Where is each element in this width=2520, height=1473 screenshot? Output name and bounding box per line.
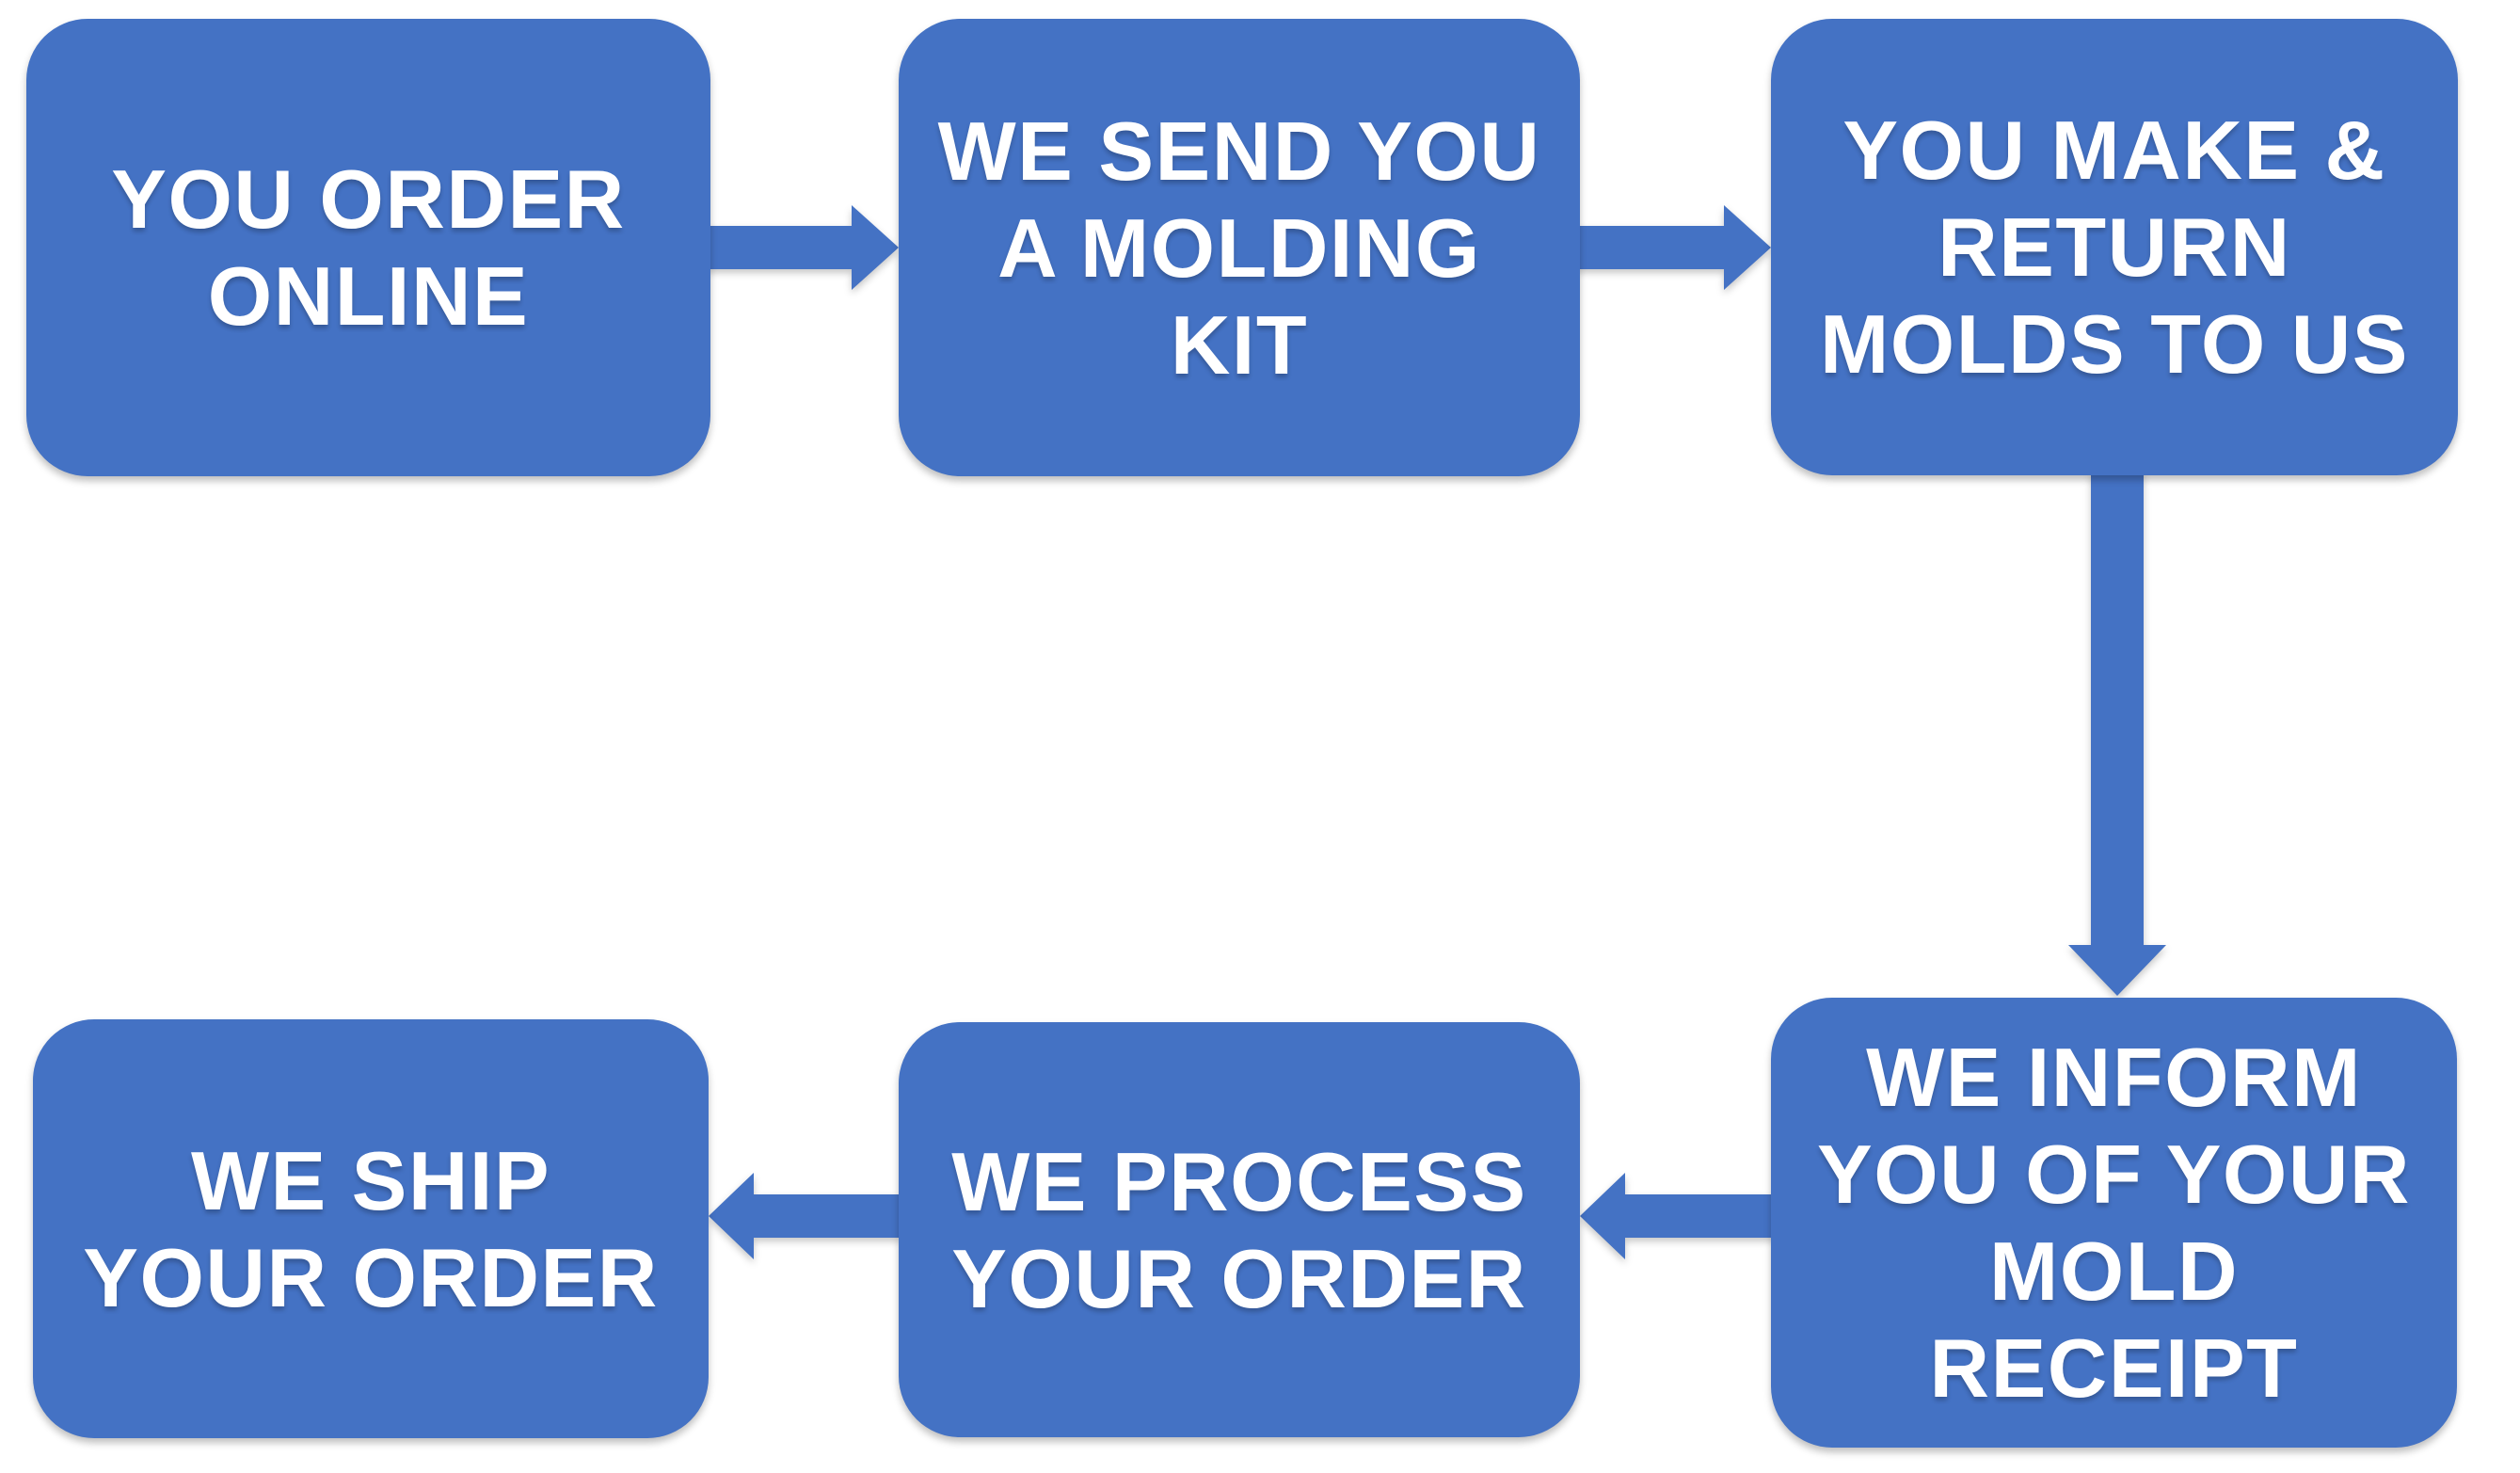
step-label-we-send-molding-kit: WE SEND YOU A MOLDING KIT [937,104,1541,392]
arrow-left-step5-to-step6 [709,1173,901,1259]
step-box-you-order-online: YOU ORDER ONLINE [26,19,710,476]
step-box-we-inform-mold-receipt: WE INFORM YOU OF YOUR MOLD RECEIPT [1771,998,2457,1448]
step-box-we-send-molding-kit: WE SEND YOU A MOLDING KIT [899,19,1580,476]
arrow-right-step1-to-step2 [706,205,899,290]
step-label-you-make-return-molds: YOU MAKE & RETURN MOLDS TO US [1819,104,2409,391]
step-label-you-order-online: YOU ORDER ONLINE [111,152,626,343]
step-label-we-ship-your-order: WE SHIP YOUR ORDER [83,1133,659,1324]
step-box-we-ship-your-order: WE SHIP YOUR ORDER [33,1019,709,1438]
step-box-you-make-return-molds: YOU MAKE & RETURN MOLDS TO US [1771,19,2458,475]
step-label-we-process-your-order: WE PROCESS YOUR ORDER [951,1134,1527,1325]
arrow-left-step4-to-step5 [1580,1173,1776,1259]
arrow-down-step3-to-step4 [2068,471,2166,996]
step-label-we-inform-mold-receipt: WE INFORM YOU OF YOUR MOLD RECEIPT [1817,1031,2411,1415]
step-box-we-process-your-order: WE PROCESS YOUR ORDER [899,1022,1580,1437]
arrow-right-step2-to-step3 [1575,205,1771,290]
